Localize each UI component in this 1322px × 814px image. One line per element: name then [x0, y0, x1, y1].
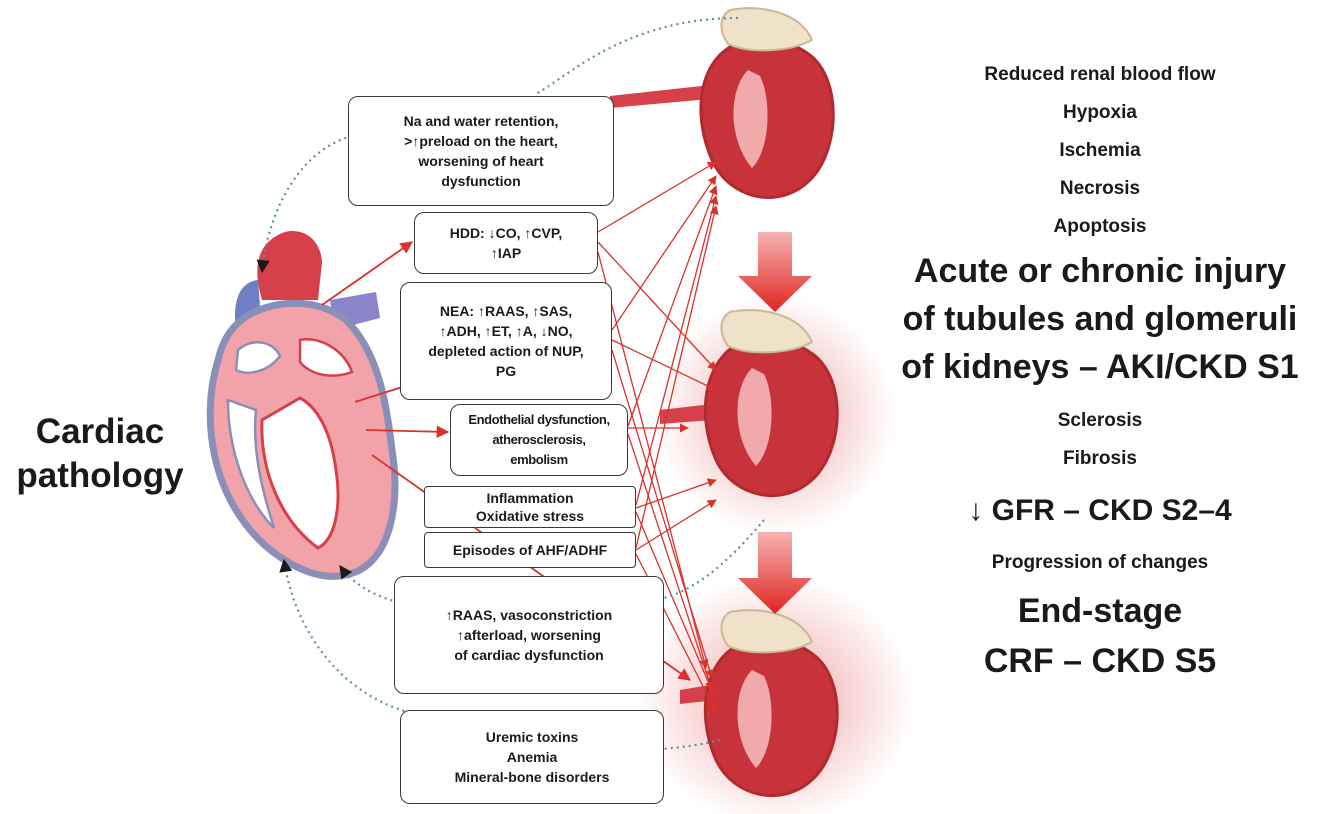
text-progression: Progression of changes — [890, 552, 1310, 574]
text-injury-line2: of tubules and glomeruli — [890, 300, 1310, 339]
box-retention-line1: Na and water retention, — [404, 111, 559, 131]
kidney-top — [610, 8, 833, 197]
box-nea-line1: NEA: ↑RAAS, ↑SAS, — [440, 301, 572, 321]
cardiac-label-line1: Cardiac — [0, 410, 200, 454]
box-ahf-episodes: Episodes of AHF/ADHF — [424, 532, 636, 568]
box-inflammation: Inflammation Oxidative stress — [424, 486, 636, 528]
box-uremic-toxins: Uremic toxins Anemia Mineral-bone disord… — [400, 710, 664, 804]
box-hdd-line2: ↑IAP — [491, 243, 521, 263]
heart-illustration — [210, 231, 395, 576]
box-endothelial-line3: embolism — [510, 450, 567, 470]
box-endothelial: Endothelial dysfunction, atherosclerosis… — [450, 404, 628, 476]
box-raas-line1: ↑RAAS, vasoconstriction — [446, 605, 612, 625]
box-uremic-line3: Mineral-bone disorders — [455, 767, 610, 787]
box-uremic-line2: Anemia — [507, 747, 558, 767]
box-hdd: HDD: ↓CO, ↑CVP, ↑IAP — [414, 212, 598, 274]
cardiac-label-line2: pathology — [0, 454, 200, 498]
cardiac-pathology-label: Cardiac pathology — [0, 410, 200, 498]
box-raas-line3: of cardiac dysfunction — [454, 645, 603, 665]
text-apoptosis: Apoptosis — [890, 216, 1310, 238]
text-sclerosis: Sclerosis — [890, 410, 1310, 432]
box-inflammation-line2: Oxidative stress — [476, 507, 584, 525]
text-end-stage-line1: End-stage — [890, 592, 1310, 631]
box-nea-line3: depleted action of NUP, — [428, 341, 583, 361]
text-end-stage-line2: CRF – CKD S5 — [890, 642, 1310, 681]
box-ahf-line1: Episodes of AHF/ADHF — [453, 540, 607, 560]
heart-aorta — [257, 231, 322, 300]
text-necrosis: Necrosis — [890, 178, 1310, 200]
text-injury-line1: Acute or chronic injury — [890, 252, 1310, 291]
text-gfr-ckd: ↓ GFR – CKD S2–4 — [890, 494, 1310, 528]
box-hdd-line1: HDD: ↓CO, ↑CVP, — [450, 223, 563, 243]
box-nea-line2: ↑ADH, ↑ET, ↑A, ↓NO, — [439, 321, 572, 341]
text-reduced-renal-flow: Reduced renal blood flow — [890, 64, 1310, 86]
text-injury-line3: of kidneys – AKI/CKD S1 — [890, 348, 1310, 387]
box-raas-afterload: ↑RAAS, vasoconstriction ↑afterload, wors… — [394, 576, 664, 694]
box-nea: NEA: ↑RAAS, ↑SAS, ↑ADH, ↑ET, ↑A, ↓NO, de… — [400, 282, 612, 400]
box-endothelial-line1: Endothelial dysfunction, — [468, 410, 609, 430]
box-inflammation-line1: Inflammation — [486, 489, 573, 507]
box-retention-line4: dysfunction — [441, 171, 520, 191]
box-uremic-line1: Uremic toxins — [486, 727, 579, 747]
text-ischemia: Ischemia — [890, 140, 1310, 162]
box-retention-line3: worsening of heart — [418, 151, 543, 171]
box-nea-line4: PG — [496, 361, 516, 381]
text-hypoxia: Hypoxia — [890, 102, 1310, 124]
box-retention-line2: >↑preload on the heart, — [404, 131, 558, 151]
kidney-middle — [655, 295, 895, 535]
text-fibrosis: Fibrosis — [890, 448, 1310, 470]
box-raas-line2: ↑afterload, worsening — [457, 625, 601, 645]
box-sodium-water-retention: Na and water retention, >↑preload on the… — [348, 96, 614, 206]
box-endothelial-line2: atherosclerosis, — [492, 430, 585, 450]
kidney-top-adrenal — [721, 8, 812, 50]
